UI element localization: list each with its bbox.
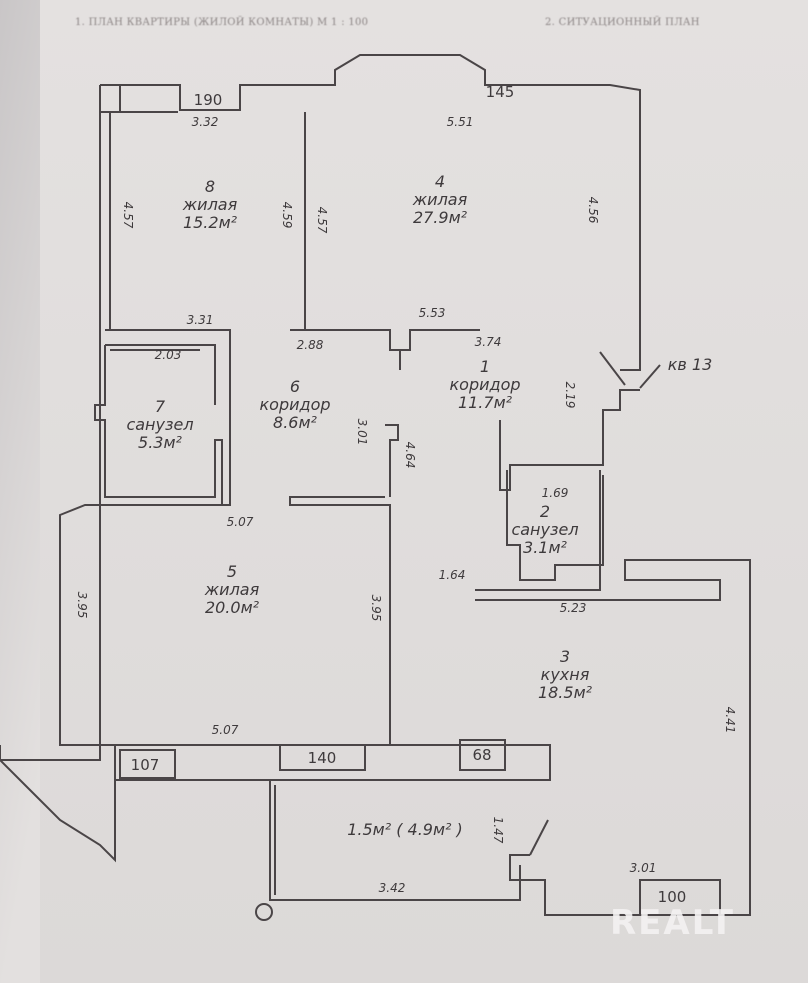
paper-sheet	[40, 0, 808, 983]
dim: 5.23	[559, 601, 587, 615]
dim: 3.31	[186, 313, 214, 327]
dim: 4.57	[315, 206, 329, 234]
dim: 4.64	[403, 441, 417, 469]
dim: 3.95	[75, 591, 89, 619]
dim: 1.69	[541, 486, 569, 500]
dim: 2.19	[563, 381, 577, 409]
dim: 107	[130, 756, 160, 774]
dim: 3.01	[629, 861, 657, 875]
dim: 4.57	[121, 201, 135, 229]
dim: 140	[307, 749, 337, 767]
situation-plan-title: 2. СИТУАЦИОННЫЙ ПЛАН	[545, 17, 700, 28]
realt-watermark: REALT	[610, 903, 735, 943]
dim: 4.41	[723, 706, 737, 734]
dim: 1.47	[491, 816, 505, 844]
dim: 1.64	[438, 568, 466, 582]
dim: 4.56	[586, 196, 600, 224]
dim: 3.42	[378, 881, 406, 895]
dim: 5.07	[211, 723, 239, 737]
plan-title: 1. ПЛАН КВАРТИРЫ (ЖИЛОЙ КОМНАТЫ) М 1 : 1…	[75, 17, 369, 28]
dim: 2.03	[154, 348, 182, 362]
dim: 3.01	[355, 418, 369, 446]
dim: 145	[485, 83, 515, 101]
apartment-ref: кв 13	[667, 355, 713, 374]
dim: 3.32	[191, 115, 219, 129]
dim: 100	[657, 888, 687, 906]
dim: 4.59	[280, 201, 294, 229]
dim: 2.88	[296, 338, 324, 352]
dim: 5.07	[226, 515, 254, 529]
dim: 3.95	[369, 594, 383, 622]
dim: 68	[472, 746, 492, 764]
dim: 190	[193, 91, 223, 109]
dim: 5.53	[418, 306, 446, 320]
dim: 3.74	[474, 335, 502, 349]
dim: 5.51	[446, 115, 474, 129]
balcony-label: 1.5м² ( 4.9м² )	[347, 820, 463, 839]
